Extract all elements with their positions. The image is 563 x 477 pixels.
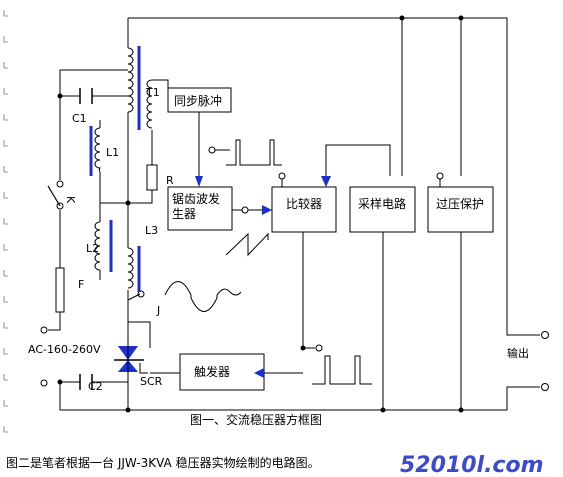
label-c2: C2 xyxy=(88,380,103,393)
block-sampling xyxy=(349,186,416,233)
switch xyxy=(47,185,61,207)
wiring xyxy=(48,17,540,411)
block-trigger xyxy=(179,353,265,391)
resistor-r xyxy=(146,164,158,191)
label-l1: L1 xyxy=(106,146,119,159)
fuse-f xyxy=(55,267,65,313)
label-l2: L2 xyxy=(86,242,99,255)
block-sampling-label: 采样电路 xyxy=(358,196,406,211)
label-c1: C1 xyxy=(72,112,87,125)
capacitor-c1 xyxy=(79,88,93,104)
label-j: J xyxy=(156,304,160,317)
terminals xyxy=(40,146,549,391)
paragraph-marks xyxy=(3,10,8,433)
label-f: F xyxy=(78,278,84,291)
block-sync-pulse-label: 同步脉冲 xyxy=(174,93,222,108)
label-input: AC-160-260V xyxy=(28,343,101,356)
sawtooth-waveform xyxy=(225,232,269,257)
label-t1: T1 xyxy=(145,86,160,99)
block-ramp-generator-label-box: 锯齿波发生器 xyxy=(172,192,221,221)
scr-symbol xyxy=(114,340,144,378)
label-l3: L3 xyxy=(145,224,158,237)
capacitor-c2 xyxy=(79,374,93,390)
block-overvoltage xyxy=(427,186,494,233)
signal-arrows xyxy=(195,176,331,378)
figure-caption: 图一、交流稳压器方框图 xyxy=(190,412,322,427)
inductor-l1-winding xyxy=(94,127,101,173)
transformer-t1-winding xyxy=(127,47,134,113)
block-ramp-generator xyxy=(167,186,233,231)
pulse-waveform-top xyxy=(226,139,282,166)
sine-rectified-waveform xyxy=(164,281,242,312)
pulse-waveform-bottom xyxy=(312,355,372,385)
relay-contact-j xyxy=(127,290,141,301)
site-watermark: 52010l.com xyxy=(400,453,544,477)
block-comparator xyxy=(271,186,337,233)
label-scr: SCR xyxy=(140,375,163,388)
block-ramp-generator-label: 锯齿波发生器 xyxy=(172,192,221,221)
block-trigger-label: 触发器 xyxy=(194,364,230,379)
block-comparator-label: 比较器 xyxy=(286,196,322,211)
label-r: R xyxy=(166,174,174,187)
label-k: K xyxy=(64,196,77,204)
block-sync-pulse xyxy=(167,87,232,113)
inductor-l3-winding xyxy=(127,247,134,289)
inductor-l2-winding xyxy=(94,221,101,271)
block-overvoltage-label: 过压保护 xyxy=(436,197,484,211)
transformer-t1-secondary xyxy=(146,79,153,129)
article-note: 图二是笔者根据一台 JJW-3KVA 稳压器实物绘制的电路图。 xyxy=(6,455,320,470)
junction-dots xyxy=(57,15,464,413)
label-output: 输出 xyxy=(507,346,529,360)
